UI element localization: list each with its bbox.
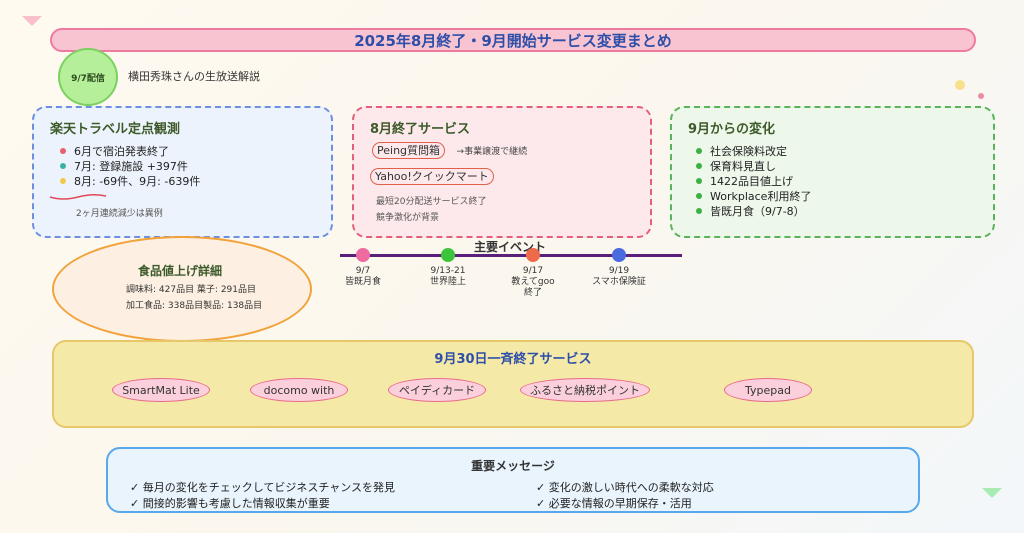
peing-note: →事業譲渡で継続 xyxy=(456,147,528,157)
event-marker xyxy=(441,248,455,262)
check-icon: ✓ xyxy=(130,497,140,510)
rakuten-panel: 楽天トラベル定点観測 6月で宿泊発表終了 7月: 登録施設 +397件 8月: … xyxy=(32,106,333,238)
bullet-dot-icon xyxy=(696,178,702,184)
message-item: ✓ 変化の激しい時代への柔軟な対応 xyxy=(536,481,714,494)
event-label: スマホ保険証 xyxy=(592,277,646,287)
service-chip: SmartMat Lite xyxy=(112,378,210,402)
event-item: 9/7 皆既月食 xyxy=(328,266,398,288)
sep30-title: 9月30日一斉終了サービス xyxy=(434,352,592,367)
decor-dot-yellow xyxy=(955,80,965,90)
event-date: 9/19 xyxy=(608,266,630,276)
title-banner: 2025年8月終了・9月開始サービス変更まとめ xyxy=(50,28,976,52)
event-label: 皆既月食 xyxy=(344,277,381,287)
check-icon: ✓ xyxy=(130,481,140,494)
food-line-1: 調味料: 427品目 菓子: 291品目 xyxy=(126,285,257,295)
september-panel: 9月からの変化 社会保険料改定 保育料見直し 1422品目値上げ Workpla… xyxy=(670,106,995,238)
check-icon: ✓ xyxy=(536,481,546,494)
bullet-dot-icon xyxy=(60,163,66,169)
date-badge: 9/7配信 xyxy=(58,48,118,106)
yahoo-note-2: 競争激化が背景 xyxy=(376,213,440,223)
event-date: 9/17 xyxy=(522,266,544,276)
list-item: 1422品目値上げ xyxy=(694,174,811,189)
sep30-panel: 9月30日一斉終了サービス xyxy=(52,340,974,428)
decor-triangle-bottomright xyxy=(982,488,1002,498)
rakuten-note: 2ヶ月連続減少は異例 xyxy=(76,209,163,219)
bullet-dot-icon xyxy=(696,148,702,154)
event-marker xyxy=(356,248,370,262)
bullet-dot-icon xyxy=(696,208,702,214)
service-chip: docomo with xyxy=(250,378,348,402)
food-price-panel: 食品値上げ詳細 調味料: 427品目 菓子: 291品目 加工食品: 338品目… xyxy=(52,236,312,342)
service-chip: Typepad xyxy=(724,378,812,402)
event-item: 9/19 スマホ保険証 xyxy=(584,266,654,288)
event-marker xyxy=(526,248,540,262)
check-icon: ✓ xyxy=(536,497,546,510)
august-title: 8月終了サービス xyxy=(370,122,471,137)
peing-service: Peing質問箱 xyxy=(372,142,446,159)
rakuten-title: 楽天トラベル定点観測 xyxy=(50,122,181,137)
event-item: 9/17 教えてgoo 終了 xyxy=(498,266,568,299)
event-marker xyxy=(612,248,626,262)
message-panel: 重要メッセージ ✓ 毎月の変化をチェックしてビジネスチャンスを発見 ✓ 変化の激… xyxy=(106,447,920,513)
event-date: 9/7 xyxy=(355,266,371,276)
message-item: ✓ 毎月の変化をチェックしてビジネスチャンスを発見 xyxy=(130,481,396,494)
page-subtitle: 横田秀珠さんの生放送解説 xyxy=(128,70,260,83)
food-line-2: 加工食品: 338品目製品: 138品目 xyxy=(126,301,263,311)
decor-dot-pink xyxy=(978,93,984,99)
peing-row: Peing質問箱 →事業譲渡で継続 xyxy=(372,142,528,159)
message-item: ✓ 間接的影響も考慮した情報収集が重要 xyxy=(130,497,330,510)
yahoo-note-1: 最短20分配送サービス終了 xyxy=(376,197,487,207)
bullet-dot-icon xyxy=(696,163,702,169)
event-date: 9/13-21 xyxy=(430,266,466,276)
message-item: ✓ 必要な情報の早期保存・活用 xyxy=(536,497,692,510)
event-label: 教えてgoo 終了 xyxy=(511,277,555,298)
decor-triangle-topleft xyxy=(22,16,42,26)
yahoo-service: Yahoo!クイックマート xyxy=(370,168,494,185)
bullet-dot-icon xyxy=(696,193,702,199)
september-list: 社会保険料改定 保育料見直し 1422品目値上げ Workplace利用終了 皆… xyxy=(694,144,811,219)
bullet-dot-icon xyxy=(60,148,66,154)
august-panel: 8月終了サービス Peing質問箱 →事業譲渡で継続 Yahoo!クイックマート… xyxy=(352,106,652,238)
message-title: 重要メッセージ xyxy=(471,459,555,473)
list-item: 7月: 登録施設 +397件 xyxy=(58,159,200,174)
list-item: 6月で宿泊発表終了 xyxy=(58,144,200,159)
timeline-line xyxy=(340,254,682,257)
service-chip: ふるさと納税ポイント xyxy=(520,378,650,402)
list-item: 皆既月食（9/7-8） xyxy=(694,204,811,219)
event-label: 世界陸上 xyxy=(429,277,466,287)
yahoo-row: Yahoo!クイックマート xyxy=(370,168,494,185)
event-item: 9/13-21 世界陸上 xyxy=(413,266,483,288)
food-title: 食品値上げ詳細 xyxy=(138,264,223,278)
list-item: 8月: -69件、9月: -639件 xyxy=(58,174,200,189)
bullet-dot-icon xyxy=(60,178,66,184)
rakuten-list: 6月で宿泊発表終了 7月: 登録施設 +397件 8月: -69件、9月: -6… xyxy=(58,144,200,189)
list-item: Workplace利用終了 xyxy=(694,189,811,204)
september-title: 9月からの変化 xyxy=(688,122,776,137)
underline-squiggle xyxy=(49,193,107,200)
service-chip: ペイディカード xyxy=(388,378,486,402)
page-title: 2025年8月終了・9月開始サービス変更まとめ xyxy=(354,31,672,50)
list-item: 保育料見直し xyxy=(694,159,811,174)
list-item: 社会保険料改定 xyxy=(694,144,811,159)
